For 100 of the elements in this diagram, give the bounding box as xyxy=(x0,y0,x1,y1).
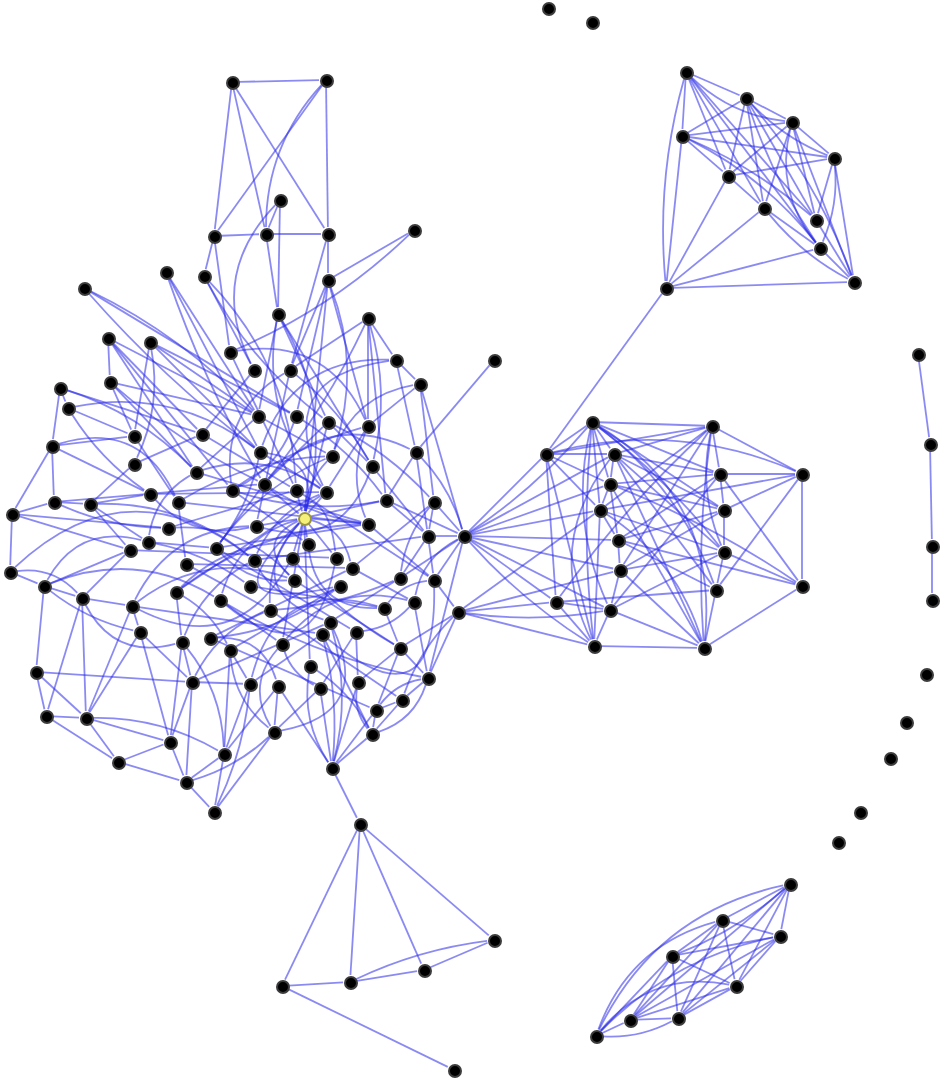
network-node xyxy=(451,605,465,619)
network-node xyxy=(321,227,335,241)
network-node xyxy=(585,15,599,29)
network-node xyxy=(705,419,719,433)
network-node xyxy=(247,553,261,567)
network-node xyxy=(203,631,217,645)
network-node xyxy=(603,477,617,491)
network-node xyxy=(395,693,409,707)
network-node xyxy=(123,543,137,557)
network-node xyxy=(319,485,333,499)
network-node xyxy=(179,775,193,789)
network-node xyxy=(257,477,271,491)
network-node xyxy=(345,561,359,575)
network-node xyxy=(611,533,625,547)
network-node xyxy=(795,467,809,481)
network-node xyxy=(349,625,363,639)
network-node xyxy=(539,447,553,461)
network-node xyxy=(923,437,937,451)
network-node xyxy=(717,545,731,559)
network-node xyxy=(589,1029,603,1043)
network-node xyxy=(421,529,435,543)
network-node xyxy=(853,805,867,819)
network-node xyxy=(249,519,263,533)
network-node xyxy=(217,747,231,761)
network-node xyxy=(729,979,743,993)
network-node xyxy=(795,579,809,593)
network-node xyxy=(447,1063,461,1077)
network-node xyxy=(361,419,375,433)
network-node xyxy=(287,573,301,587)
network-node xyxy=(283,363,297,377)
network-node xyxy=(487,933,501,947)
network-node xyxy=(61,401,75,415)
network-node xyxy=(343,975,357,989)
network-node xyxy=(607,447,621,461)
network-node xyxy=(197,269,211,283)
network-node xyxy=(333,579,347,593)
network-node xyxy=(587,639,601,653)
network-node xyxy=(413,377,427,391)
network-node xyxy=(319,73,333,87)
network-node xyxy=(303,659,317,673)
network-node xyxy=(195,427,209,441)
network-node xyxy=(585,415,599,429)
network-node xyxy=(809,213,823,227)
network-node xyxy=(421,671,435,685)
network-node xyxy=(321,415,335,429)
network-node xyxy=(223,345,237,359)
network-node xyxy=(697,641,711,655)
network-node xyxy=(171,495,185,509)
network-node xyxy=(83,497,97,511)
network-node xyxy=(37,579,51,593)
network-node xyxy=(911,347,925,361)
network-node xyxy=(209,541,223,555)
network-node xyxy=(271,679,285,693)
network-node xyxy=(243,579,257,593)
network-node xyxy=(593,503,607,517)
network-node xyxy=(127,457,141,471)
network-node xyxy=(207,229,221,243)
network-node xyxy=(427,573,441,587)
network-node xyxy=(313,681,327,695)
network-node xyxy=(169,585,183,599)
network-node xyxy=(179,557,193,571)
network-node xyxy=(709,583,723,597)
network-node xyxy=(175,635,189,649)
network-node xyxy=(213,593,227,607)
network-node xyxy=(103,375,117,389)
network-node xyxy=(3,565,17,579)
network-node xyxy=(679,65,693,79)
network-node xyxy=(267,725,281,739)
network-node xyxy=(739,91,753,105)
network-node xyxy=(273,193,287,207)
network-node xyxy=(361,517,375,531)
network-node xyxy=(321,273,335,287)
network-node xyxy=(813,241,827,255)
network-node xyxy=(783,877,797,891)
network-node xyxy=(659,281,673,295)
network-node xyxy=(53,381,67,395)
network-node xyxy=(247,363,261,377)
network-node xyxy=(5,507,19,521)
network-node xyxy=(251,409,265,423)
network-node xyxy=(79,711,93,725)
network-node xyxy=(289,483,303,497)
network-node xyxy=(125,599,139,613)
network-node xyxy=(417,963,431,977)
network-node xyxy=(289,409,303,423)
network-node xyxy=(329,551,343,565)
network-node xyxy=(393,641,407,655)
network-node xyxy=(143,487,157,501)
network-node xyxy=(379,493,393,507)
network-node xyxy=(271,307,285,321)
network-node xyxy=(925,593,939,607)
network-node xyxy=(377,601,391,615)
network-node xyxy=(301,537,315,551)
network-node xyxy=(45,439,59,453)
network-node xyxy=(369,703,383,717)
network-node xyxy=(353,817,367,831)
network-node xyxy=(827,151,841,165)
network-node xyxy=(275,979,289,993)
network-node xyxy=(623,1013,637,1027)
network-node xyxy=(665,949,679,963)
network-node xyxy=(549,595,563,609)
